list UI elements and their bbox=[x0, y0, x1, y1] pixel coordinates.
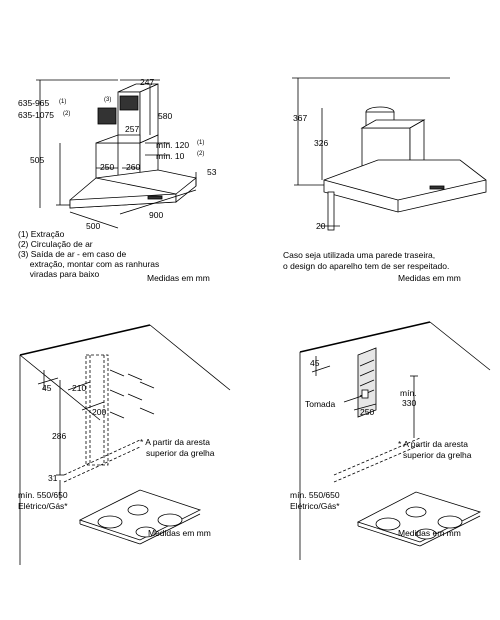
dim-hood-width: 900 bbox=[149, 210, 164, 220]
grate-note-line: superior da grelha bbox=[403, 450, 472, 460]
panel-hood-dimensions: 247 635-965 (1) 635-1075 (2) (3) 580 257… bbox=[0, 0, 250, 310]
min-height-type-label: Elétrico/Gás* bbox=[18, 501, 68, 511]
dim-min-label: mín. bbox=[400, 388, 417, 398]
dim-chimney-side: 260 bbox=[126, 162, 141, 172]
dim-min-10-ref: (2) bbox=[197, 151, 205, 157]
dim-height-286: 286 bbox=[52, 431, 67, 441]
legend-line: (1) Extração bbox=[18, 229, 65, 239]
units-label: Medidas em mm bbox=[147, 273, 210, 283]
dim-chimney-range-extraction: 635-965 bbox=[18, 98, 50, 108]
dim-box-height: 326 bbox=[314, 138, 329, 148]
units-label: Medidas em mm bbox=[398, 528, 461, 538]
dim-hood-depth: 500 bbox=[86, 221, 101, 231]
mounting-extraction-drawing bbox=[19, 324, 231, 565]
legend-line: (3) Saída de ar - em caso de bbox=[18, 249, 127, 259]
dim-bracket-spacing: 210 bbox=[72, 383, 87, 393]
dim-hood-height: 505 bbox=[30, 155, 45, 165]
dim-chimney-range-recirculation-ref: (2) bbox=[63, 111, 71, 117]
dim-upper-depth: 580 bbox=[158, 111, 173, 121]
side-view-drawing bbox=[292, 77, 487, 231]
min-height-type-label: Elétrico/Gás* bbox=[290, 501, 340, 511]
mounting-recirculation-drawing bbox=[299, 321, 491, 560]
dim-chimney-range-recirculation: 635-1075 bbox=[18, 110, 54, 120]
grate-note-line: superior da grelha bbox=[146, 448, 215, 458]
hood-legend: (1) Extração (2) Circulação de ar (3) Sa… bbox=[18, 229, 159, 279]
dim-ceiling-offset: 45 bbox=[42, 383, 52, 393]
socket-label: Tomada bbox=[305, 399, 336, 409]
dim-chimney-range-extraction-ref: (1) bbox=[59, 99, 67, 105]
legend-line: viradas para baixo bbox=[18, 269, 100, 279]
min-height-label: mín. 550/650 bbox=[290, 490, 340, 500]
grate-note-line: * A partir da aresta bbox=[140, 437, 210, 447]
dim-chimney-width: 250 bbox=[100, 162, 115, 172]
dim-min-120-ref: (1) bbox=[197, 140, 205, 146]
panel-side-view: 367 326 20 Caso seja utilizada uma pared… bbox=[250, 0, 500, 310]
legend-line: (2) Circulação de ar bbox=[18, 239, 93, 249]
dim-min-value: 330 bbox=[402, 398, 417, 408]
dim-min-10: mín. 10 bbox=[156, 151, 185, 161]
dim-body-height: 53 bbox=[207, 167, 217, 177]
units-label: Medidas em mm bbox=[148, 528, 211, 538]
dim-min-120: mín. 120 bbox=[156, 140, 190, 150]
dim-top-width: 247 bbox=[140, 77, 155, 87]
panel-mounting-recirculation: 45 Tomada 250 mín. 330 * A partir da are… bbox=[250, 310, 500, 620]
dim-wall-gap: 20 bbox=[316, 221, 326, 231]
dim-socket-width: 250 bbox=[360, 407, 375, 417]
dim-bottom-31: 31 bbox=[48, 473, 58, 483]
screws-upper bbox=[109, 369, 155, 419]
rear-wall-note-line: Caso seja utilizada uma parede traseira, bbox=[283, 250, 436, 260]
dim-ceiling-offset: 45 bbox=[310, 358, 320, 368]
dim-chimney-depth: 257 bbox=[125, 124, 140, 134]
rear-wall-note-line: o design do aparelho tem de ser respeita… bbox=[283, 261, 450, 271]
legend-line: extração, montar com as ranhuras bbox=[18, 259, 160, 269]
min-height-label: mín. 550/650 bbox=[18, 490, 68, 500]
dim-screw-spacing: 200 bbox=[92, 407, 107, 417]
hood-dimension-drawing bbox=[36, 79, 197, 229]
grate-note-line: * A partir da aresta bbox=[398, 439, 468, 449]
outlet-reference: (3) bbox=[104, 97, 112, 103]
dim-total-height: 367 bbox=[293, 113, 308, 123]
panel-mounting-extraction: 45 210 200 286 31 * A partir da aresta s… bbox=[0, 310, 250, 620]
units-label: Medidas em mm bbox=[398, 273, 461, 283]
